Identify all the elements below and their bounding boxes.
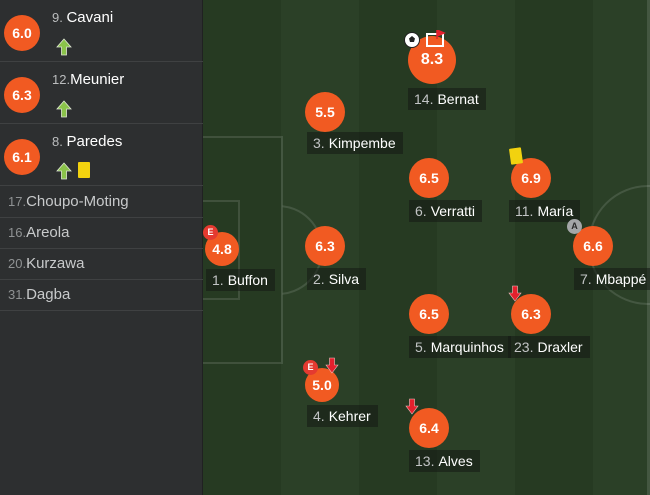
player-label: 6.Verratti: [409, 200, 483, 222]
arrow-down-icon: [508, 285, 522, 302]
player-label: 5.Marquinhos: [409, 336, 511, 358]
unused-sub-row[interactable]: 16.Areola: [0, 218, 203, 249]
rating-badge: 6.6: [573, 226, 613, 266]
player-label: 3.Kimpembe: [307, 132, 403, 154]
substitute-row[interactable]: 6.3 12.Meunier: [0, 62, 203, 124]
captain-icon: A: [567, 219, 582, 234]
substitute-row[interactable]: 6.0 9. Cavani: [0, 0, 203, 62]
ball-icon: [404, 32, 420, 48]
rating-badge: 6.3: [305, 226, 345, 266]
rating-badge: 6.3: [4, 77, 40, 113]
rating-badge: 6.0: [4, 15, 40, 51]
yellow-card-icon: [78, 162, 90, 178]
unused-sub-row[interactable]: 17.Choupo-Moting: [0, 187, 203, 218]
player-name: 9. Cavani: [52, 9, 114, 26]
player-label: 4.Kehrer: [307, 405, 378, 427]
player-label: 23.Draxler: [508, 336, 590, 358]
goal-box: [203, 200, 240, 300]
rating-badge: 6.5: [409, 158, 449, 198]
player-label: 7.Mbappé: [574, 268, 650, 290]
player-label: 13.Alves: [409, 450, 480, 472]
arrow-up-icon: [56, 38, 72, 56]
rating-badge: 6.4: [409, 408, 449, 448]
player-label: 11.María: [509, 200, 581, 222]
rating-badge: 6.9: [511, 158, 551, 198]
corner-flag-icon: [426, 30, 446, 47]
rating-badge: 6.1: [4, 139, 40, 175]
arrow-down-icon: [325, 357, 339, 374]
unused-sub-row[interactable]: 31.Dagba: [0, 280, 203, 311]
penalty-box: [203, 136, 283, 364]
yellow-card-icon: [508, 147, 524, 165]
unused-sub-row[interactable]: 20.Kurzawa: [0, 249, 203, 280]
substitute-row[interactable]: 6.1 8. Paredes: [0, 124, 203, 186]
rating-badge: 5.5: [305, 92, 345, 132]
rating-badge: 6.3: [511, 294, 551, 334]
player-label: 1.Buffon: [206, 269, 275, 291]
substitutes-panel: 6.0 9. Cavani 6.3 12.Meunier 6.1 8. Pare…: [0, 0, 203, 495]
rating-badge: 6.5: [409, 294, 449, 334]
arrow-down-icon: [405, 398, 419, 415]
error-icon: E: [303, 360, 318, 375]
error-icon: E: [203, 225, 218, 240]
player-name: 12.Meunier: [52, 71, 125, 88]
player-label: 2.Silva: [307, 268, 367, 290]
arrow-up-icon: [56, 162, 72, 180]
player-label: 14.Bernat: [408, 88, 486, 110]
arrow-up-icon: [56, 100, 72, 118]
player-name: 8. Paredes: [52, 133, 123, 150]
